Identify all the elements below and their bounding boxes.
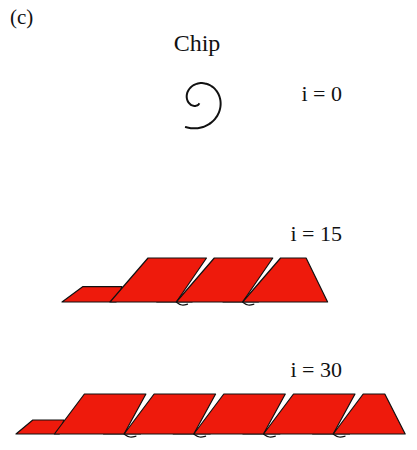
chip-title: Chip — [174, 30, 221, 56]
chip-end — [333, 394, 405, 434]
helical-chip — [62, 258, 328, 305]
spiral-chip — [185, 83, 221, 128]
inclination-label: i = 15 — [290, 222, 342, 246]
inclination-label: i = 30 — [290, 358, 342, 382]
spiral-curve — [185, 83, 221, 128]
chip-end — [243, 258, 328, 302]
inclination-label: i = 0 — [301, 82, 342, 106]
helical-chip — [16, 394, 405, 437]
panel-label: (c) — [10, 6, 33, 29]
